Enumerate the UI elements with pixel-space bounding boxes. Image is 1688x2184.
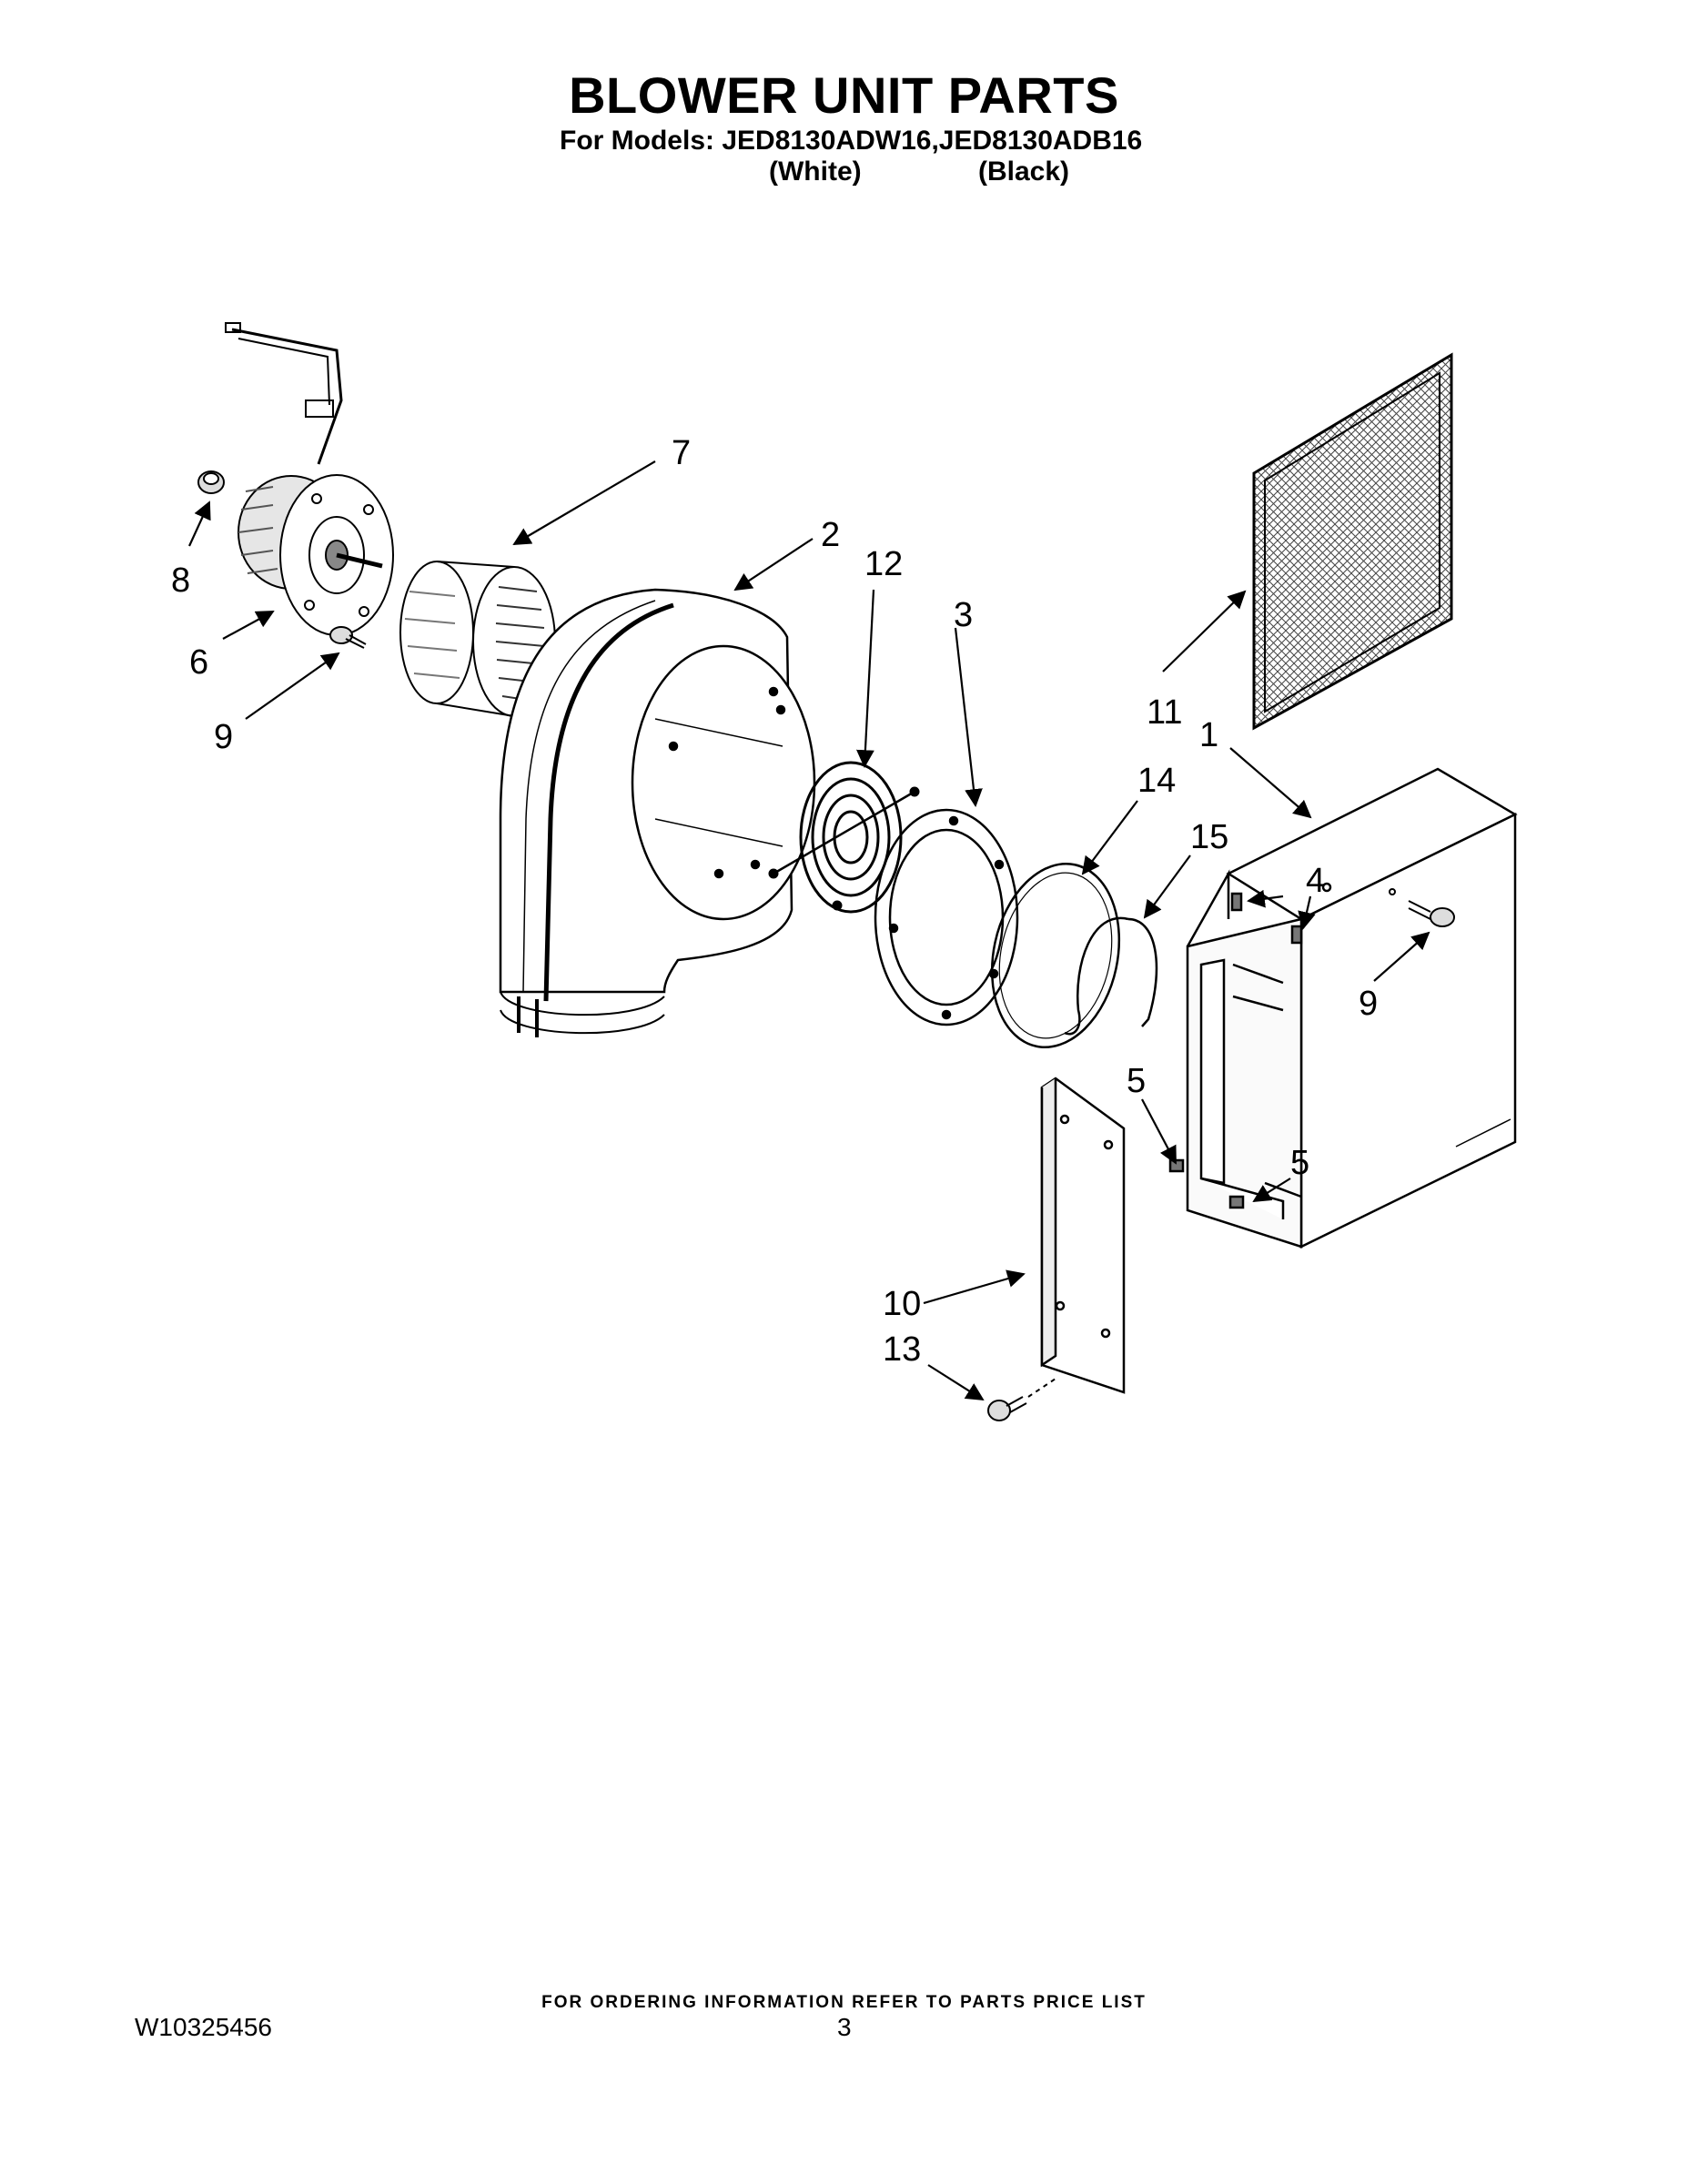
- page-title: BLOWER UNIT PARTS: [569, 66, 1119, 124]
- damper-part: [990, 862, 1121, 1049]
- callout-4: 4: [1306, 862, 1325, 900]
- leader-lines: [188, 460, 1430, 1401]
- spring-clip-part: [1064, 916, 1158, 1036]
- callout-15: 15: [1190, 818, 1228, 856]
- finger-guard-part: [768, 761, 920, 914]
- nut-part: [197, 470, 225, 494]
- callout-13: 13: [883, 1330, 921, 1369]
- callout-5-upper: 5: [1127, 1062, 1146, 1100]
- cover-plate-part: [1040, 1077, 1126, 1394]
- callout-6: 6: [189, 643, 208, 682]
- screw-part-right: [1389, 888, 1455, 927]
- screw-part-left: [329, 626, 367, 649]
- callout-7: 7: [672, 434, 691, 472]
- models-line: For Models: JED8130ADW16,JED8130ADB16: [560, 126, 1143, 156]
- screw-part-bottom: [987, 1378, 1056, 1421]
- page-number: 3: [837, 2013, 852, 2041]
- callout-11: 11: [1147, 693, 1182, 732]
- blower-housing-part: [499, 588, 816, 1037]
- gasket-ring-part: [874, 808, 1019, 1026]
- callout-8: 8: [171, 561, 190, 600]
- ordering-note: FOR ORDERING INFORMATION REFER TO PARTS …: [541, 1993, 1147, 2012]
- callout-9-right: 9: [1359, 985, 1378, 1023]
- callout-2: 2: [821, 516, 840, 554]
- callout-12: 12: [864, 545, 903, 583]
- callout-5-lower: 5: [1290, 1144, 1309, 1182]
- variant-white-label: (White): [769, 157, 862, 187]
- variant-black-label: (Black): [978, 157, 1070, 187]
- callout-1: 1: [1199, 716, 1218, 754]
- callout-14: 14: [1137, 762, 1176, 800]
- mounting-box-part: [1168, 767, 1518, 1249]
- document-number: W10325456: [135, 2013, 273, 2041]
- callout-10: 10: [883, 1285, 921, 1323]
- callout-3: 3: [954, 596, 973, 634]
- filter-grille-part: [1252, 352, 1453, 731]
- motor-part: [225, 322, 394, 636]
- callout-9-left: 9: [214, 718, 233, 756]
